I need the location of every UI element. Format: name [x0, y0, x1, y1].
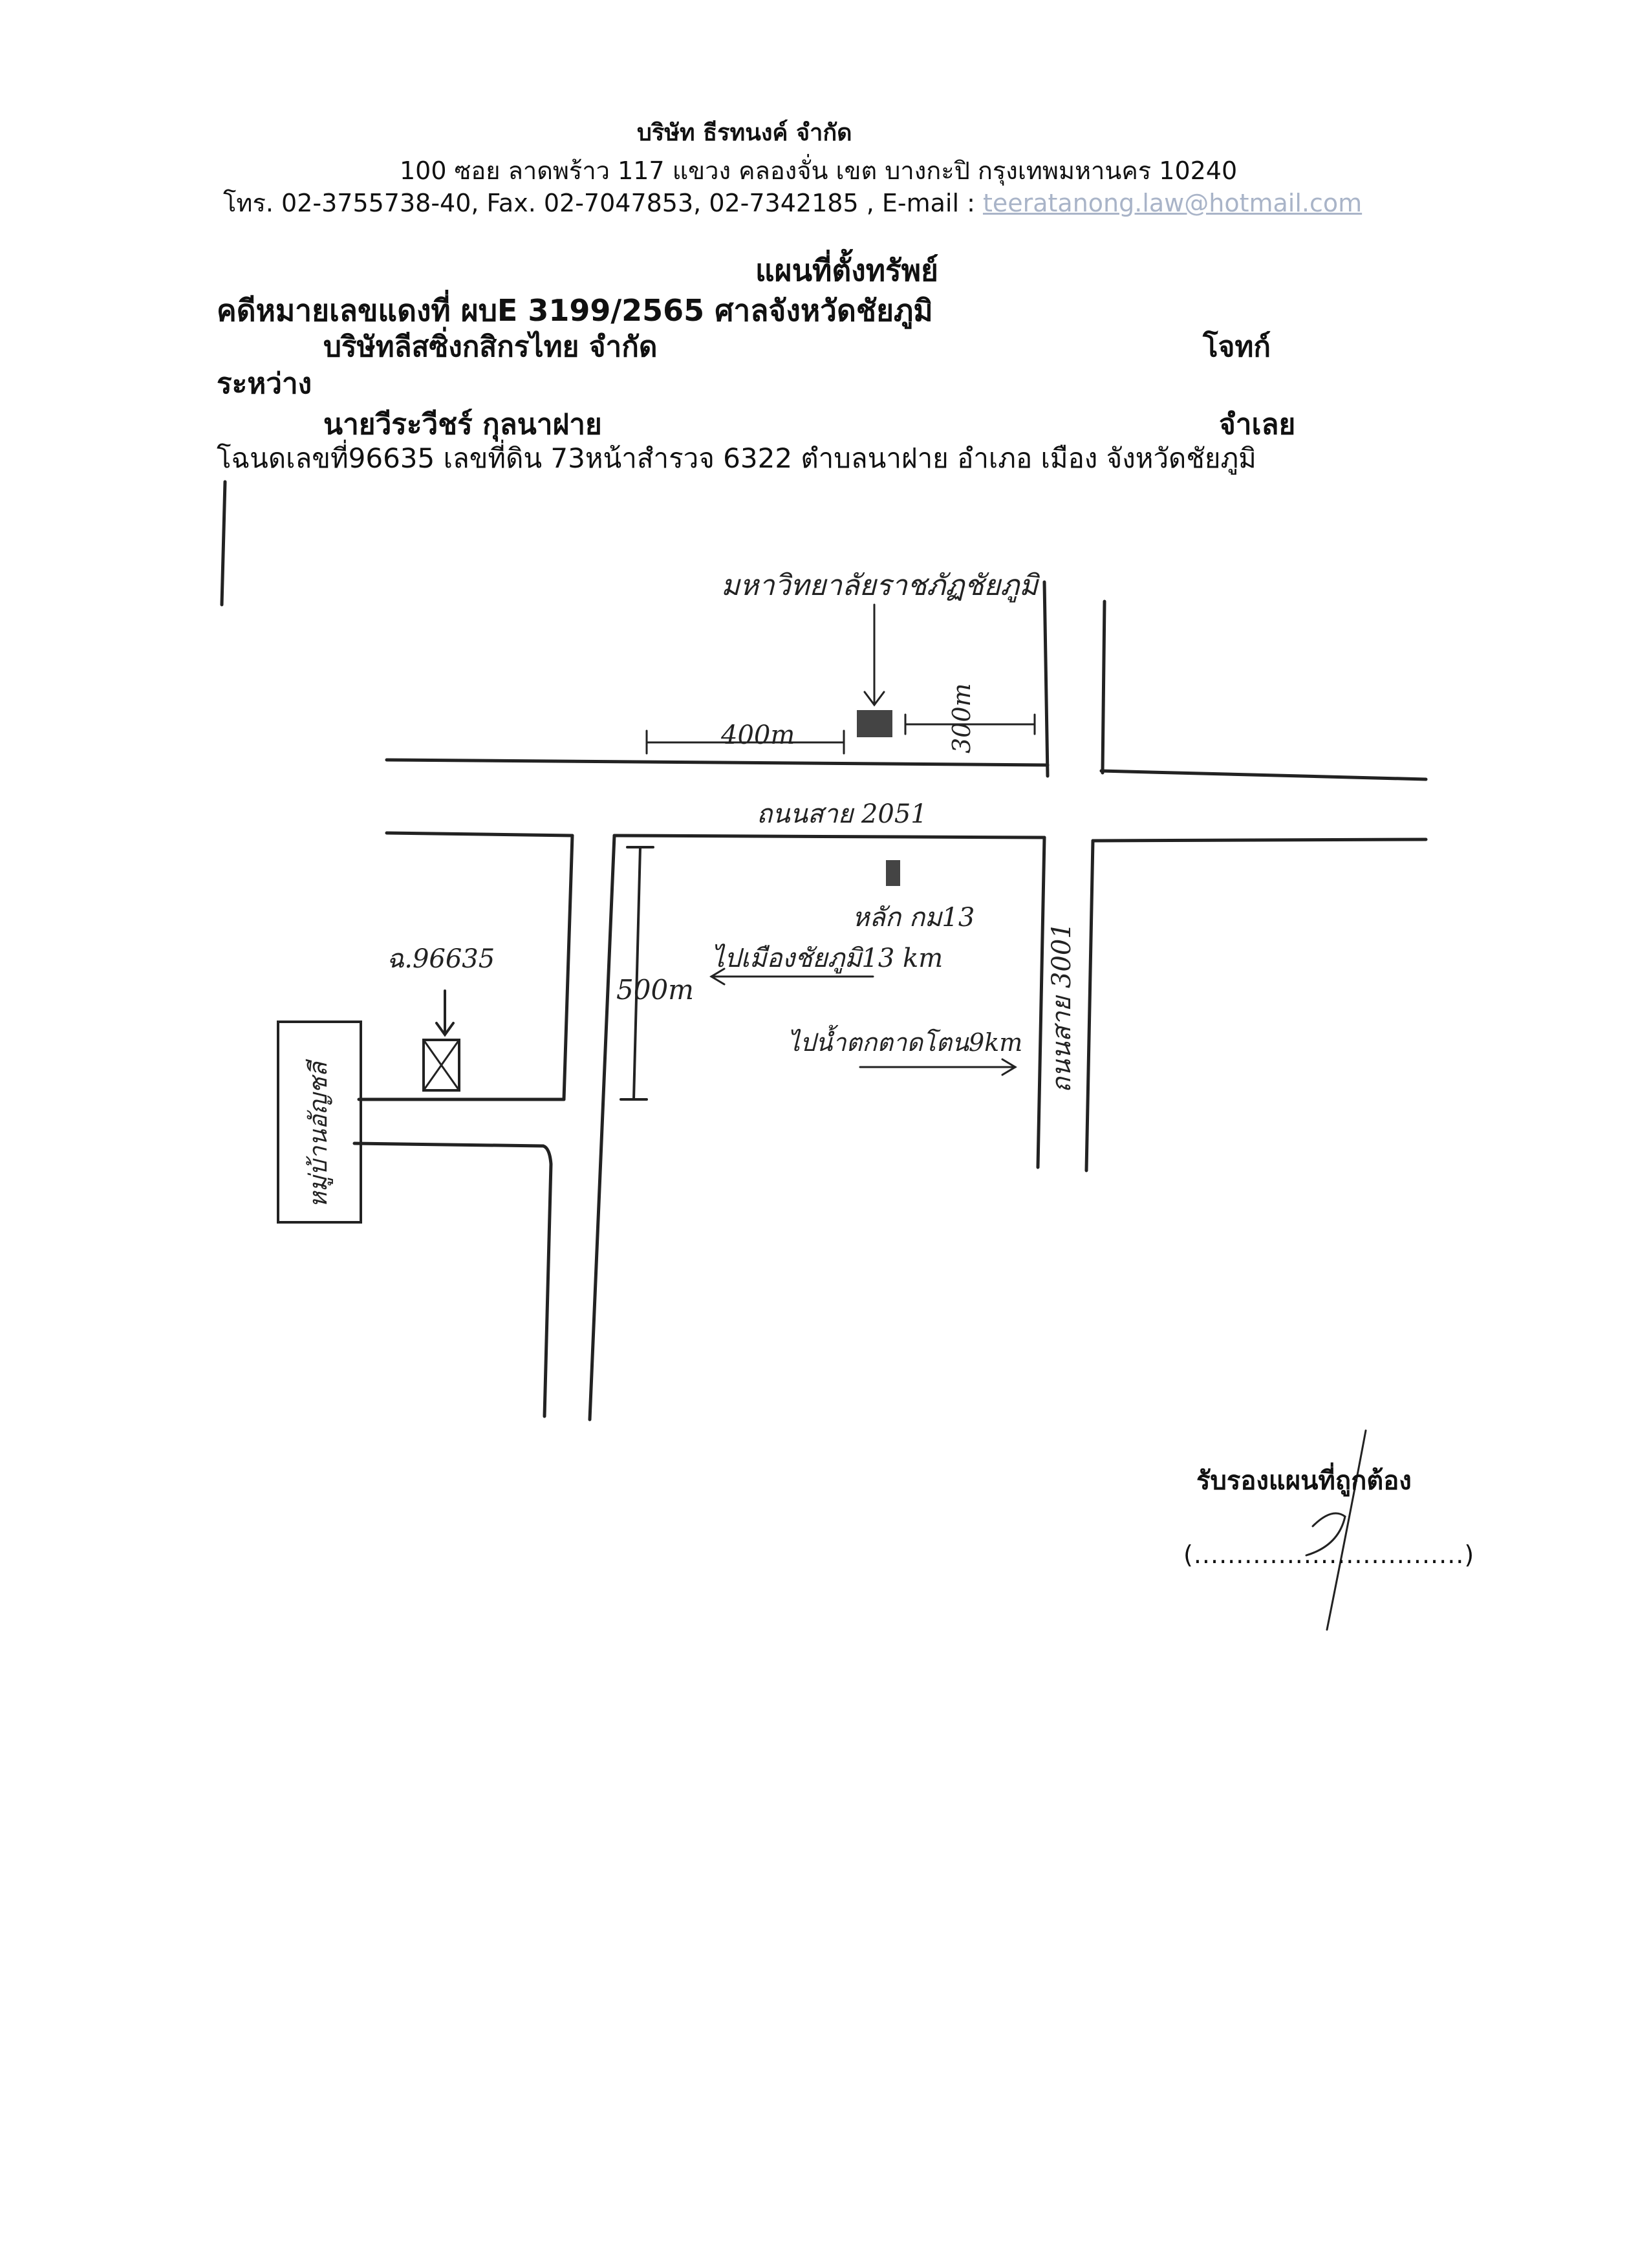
side-road-upper-east: [562, 834, 574, 1101]
contact-numbers: โทร. 02-3755738-40, Fax. 02-7047853, 02-…: [223, 189, 983, 217]
km-marker-post-icon: [886, 860, 900, 886]
university-building-icon: [857, 710, 892, 737]
side-road-lower-east: [541, 1144, 553, 1418]
margin-mark: [220, 480, 227, 607]
between-label: ระหว่าง: [217, 367, 312, 400]
plot-96635-marker-icon: [422, 1039, 460, 1092]
distance-400-label: 400m: [720, 720, 795, 750]
road-3001-west-edge: [1036, 836, 1046, 1169]
company-address: 100 ซอย ลาดพร้าว 117 แขวง คลองจั่น เขต บ…: [400, 157, 1238, 185]
distance-300-label: 300m: [947, 683, 976, 753]
plot-number-label: ฉ.96635: [387, 944, 495, 974]
university-label: มหาวิทยาลัยราชภัฏชัยภูมิ: [721, 569, 1040, 603]
road-3001-east-edge: [1084, 839, 1095, 1172]
village-box: [277, 1021, 362, 1224]
road-2051-north-edge-east: [1099, 769, 1428, 781]
plot-marker-cross-b: [422, 1039, 460, 1092]
signature-stroke: [1326, 1429, 1367, 1631]
email-link[interactable]: teeratanong.law@hotmail.com: [982, 189, 1363, 217]
certify-label: รับรองแผนที่ถูกต้อง: [1196, 1466, 1412, 1496]
road-3001-upper-west: [1042, 580, 1050, 778]
plot-pointer-head: [435, 1022, 455, 1037]
dimension-500-line: [632, 846, 641, 1101]
soi-south-edge: [352, 1141, 545, 1148]
road-3001-label: ถนนสาย 3001: [1047, 922, 1077, 1093]
defendant-role: จำเลย: [1219, 408, 1296, 441]
road-2051-north-edge: [385, 758, 1050, 767]
defendant-name: นายวีระวีชร์ กุลนาฝาย: [323, 408, 602, 441]
to-waterfall-arrow-head: [1001, 1058, 1017, 1076]
to-waterfall-label: ไปน้ำตกตาดโตน9km: [788, 1024, 1022, 1057]
plaintiff-role: โจทก์: [1203, 330, 1271, 363]
road-2051-label: ถนนสาย 2051: [757, 799, 927, 829]
to-city-label: ไปเมืองชัยภูมิ13 km: [711, 944, 943, 974]
road-3001-upper-east: [1101, 599, 1106, 775]
road-2051-south-edge: [612, 834, 1046, 839]
road-2051-south-edge-west: [385, 831, 574, 837]
signature-line: (................................): [1183, 1540, 1475, 1569]
company-contact: โทร. 02-3755738-40, Fax. 02-7047853, 02-…: [223, 191, 1362, 215]
signature-loop: [1305, 1512, 1346, 1557]
km-marker-label: หลัก กม13: [852, 903, 975, 933]
road-2051-south-edge-east: [1091, 837, 1428, 843]
company-name: บริษัท ธีรทนงค์ จำกัด: [637, 120, 852, 146]
village-label: หมู่บ้านอัญชลี: [304, 1059, 333, 1208]
deed-details: โฉนดเลขที่96635 เลขที่ดิน 73หน้าสำรวจ 63…: [217, 442, 1256, 474]
document-title: แผนที่ตั้งทรัพย์: [755, 253, 939, 288]
plaintiff-name: บริษัทลีสซิ่งกสิกรไทย จำกัด: [323, 330, 658, 363]
side-road-west: [588, 834, 616, 1421]
distance-500-label: 500m: [616, 974, 694, 1006]
case-number: คดีหมายเลขแดงที่ ผบE 3199/2565 ศาลจังหวั…: [217, 293, 933, 328]
to-city-arrow-head: [709, 967, 726, 986]
university-pointer-head: [863, 691, 885, 707]
